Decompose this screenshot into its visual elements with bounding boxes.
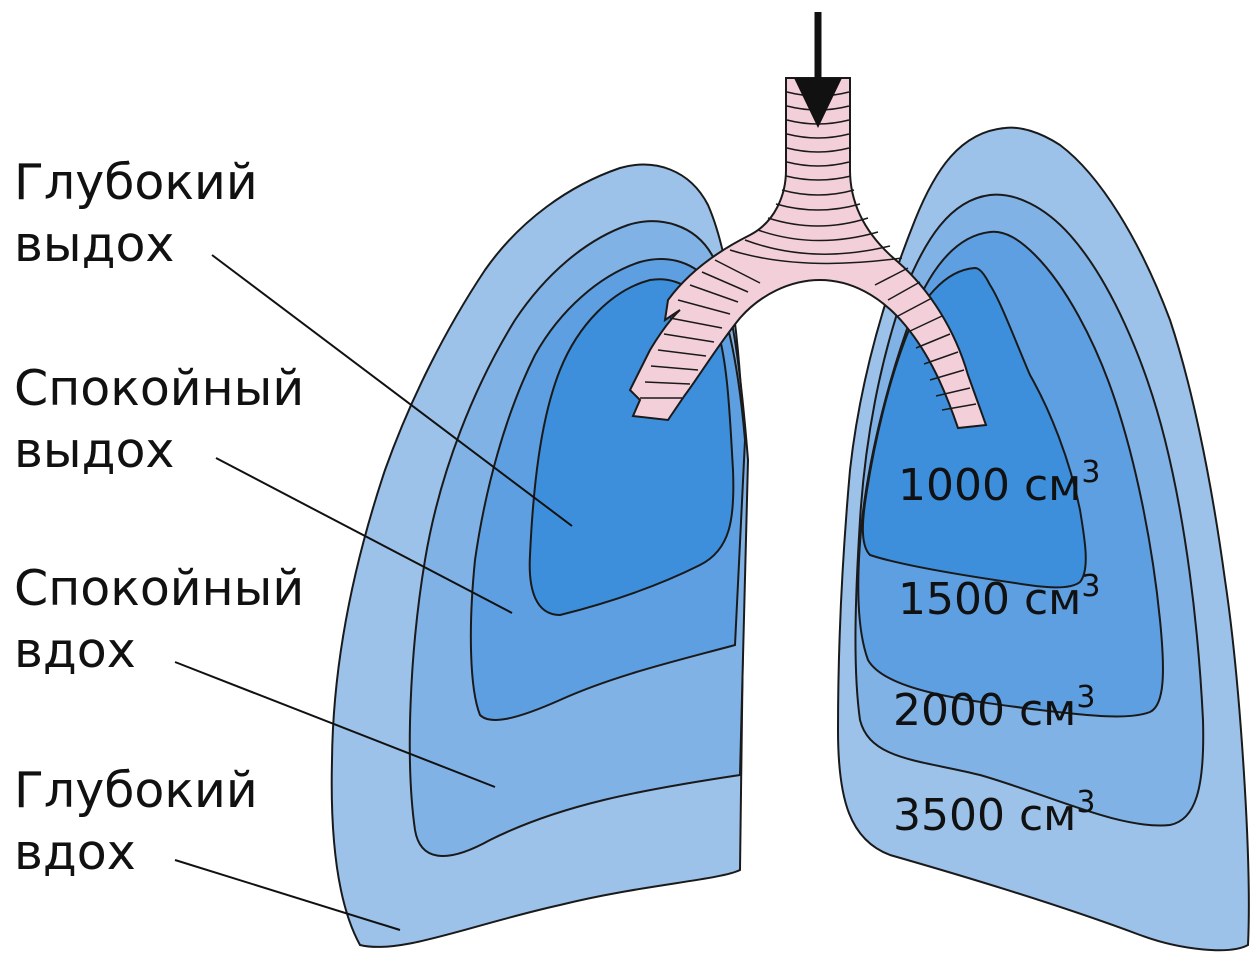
label-calm-exhale: Спокойный выдох bbox=[14, 358, 304, 482]
volume-label: 3500 см3 bbox=[893, 785, 1095, 841]
label-deep-exhale-line1: Глубокий bbox=[14, 152, 258, 214]
volume-label: 1500 см3 bbox=[898, 569, 1100, 625]
label-calm-inhale-line2: вдох bbox=[14, 620, 304, 682]
label-deep-inhale-line2: вдох bbox=[14, 822, 258, 884]
label-deep-inhale-line1: Глубокий bbox=[14, 760, 258, 822]
label-calm-exhale-line1: Спокойный bbox=[14, 358, 304, 420]
label-calm-exhale-line2: выдох bbox=[14, 420, 304, 482]
label-calm-inhale: Спокойный вдох bbox=[14, 558, 304, 682]
volume-label: 1000 см3 bbox=[898, 455, 1100, 511]
label-deep-exhale: Глубокий выдох bbox=[14, 152, 258, 276]
label-calm-inhale-line1: Спокойный bbox=[14, 558, 304, 620]
label-deep-exhale-line2: выдох bbox=[14, 214, 258, 276]
volume-label: 2000 см3 bbox=[893, 680, 1095, 736]
label-deep-inhale: Глубокий вдох bbox=[14, 760, 258, 884]
